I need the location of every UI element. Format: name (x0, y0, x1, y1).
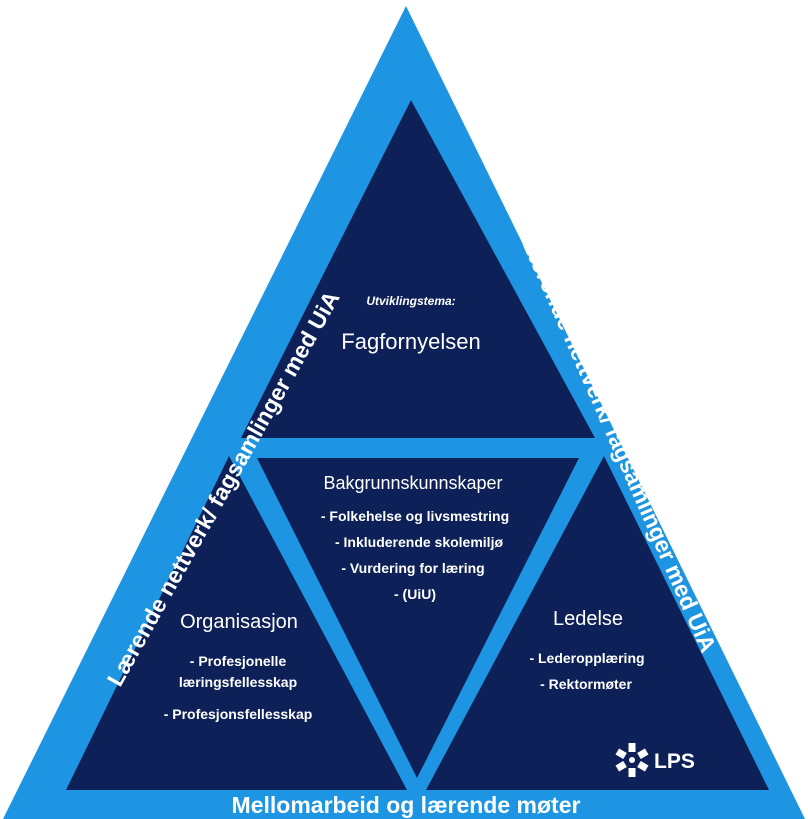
center-section-title: Bakgrunnskunnskaper (323, 473, 502, 493)
top-section-label: Utviklingstema: (366, 294, 455, 308)
right-item: - Lederopplæring (529, 650, 644, 666)
center-item: - Folkehelse og livsmestring (321, 508, 509, 524)
center-item: - (UiU) (394, 586, 436, 602)
lps-logo-text: LPS (654, 750, 695, 773)
right-item: - Rektormøter (540, 676, 632, 692)
left-item: læringsfellesskap (179, 674, 297, 690)
left-item: - Profesjonsfellesskap (164, 706, 313, 722)
right-panel (426, 456, 769, 790)
left-section-title: Organisasjon (180, 611, 298, 633)
center-item: - Vurdering for læring (341, 560, 484, 576)
lps-star-icon (615, 743, 649, 777)
bottom-side-label: Mellomarbeid og lærende møter (232, 792, 581, 818)
center-panel (257, 458, 579, 778)
left-panel (66, 456, 407, 790)
top-panel (241, 100, 595, 438)
right-section-title: Ledelse (553, 608, 623, 630)
center-item: - Inkluderende skolemiljø (335, 534, 503, 550)
left-item: - Profesjonelle (190, 653, 287, 669)
top-section-title: Fagfornyelsen (341, 329, 480, 354)
lps-logo: LPS (615, 743, 695, 777)
